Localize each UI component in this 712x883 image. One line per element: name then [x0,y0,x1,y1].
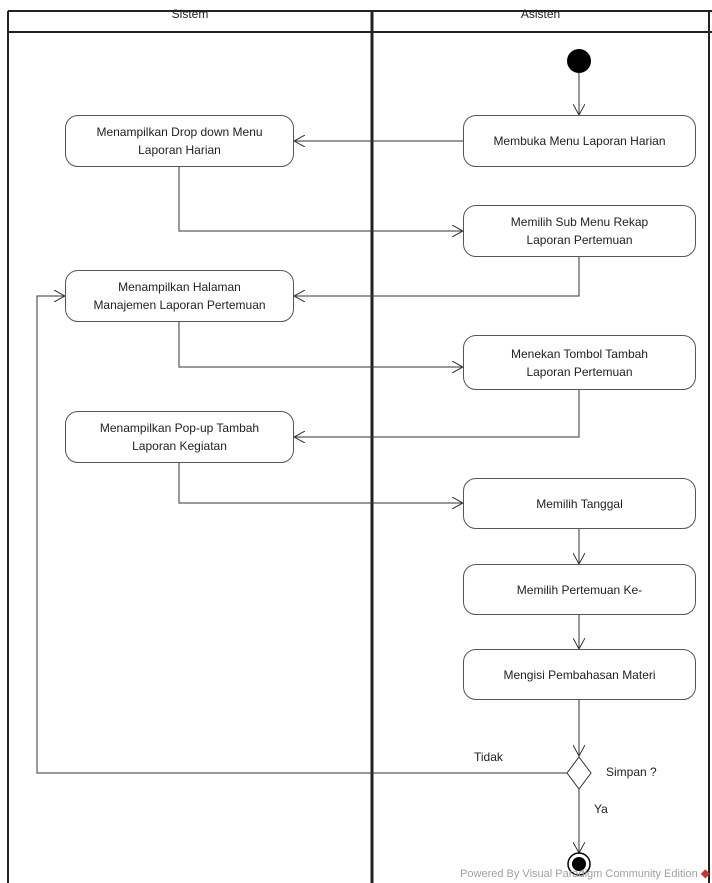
lane-title-asisten: Asisten [520,7,561,21]
action-memilih-pertemuan: Memilih Pertemuan Ke- [463,564,696,615]
end-node [567,852,591,876]
swimlane-frame [7,10,712,883]
edge-a2-s2 [294,257,580,296]
action-mengisi-pembahasan: Mengisi Pembahasan Materi [463,649,696,700]
action-label: Menekan Tombol Tambah Laporan Pertemuan [511,346,648,379]
action-menampilkan-dropdown: Menampilkan Drop down Menu Laporan Haria… [65,115,294,167]
edge-s1-a2 [178,167,463,231]
action-menekan-tombol: Menekan Tombol Tambah Laporan Pertemuan [463,335,696,390]
watermark: Powered By Visual Paradigm Community Edi… [460,866,710,880]
edge-s2-a3 [178,322,463,367]
action-memilih-tanggal: Memilih Tanggal [463,478,696,529]
guard-label-ya: Ya [594,802,608,816]
edge-s3-a4 [178,463,463,503]
action-label: Menampilkan Pop-up Tambah Laporan Kegiat… [99,421,260,453]
action-menampilkan-popup: Menampilkan Pop-up Tambah Laporan Kegiat… [65,411,294,463]
action-memilih-sub-menu: Memilih Sub Menu Rekap Laporan Pertemuan [463,205,696,257]
guard-label-tidak: Tidak [474,750,503,764]
start-node [567,49,591,73]
edge-a3-s3 [294,390,580,437]
action-label: Membuka Menu Laporan Harian [493,134,666,148]
action-membuka-menu: Membuka Menu Laporan Harian [463,115,696,167]
visual-paradigm-logo-icon: ◆ [700,866,710,880]
decision-diamond [566,756,592,790]
decision-label: Simpan ? [606,765,657,779]
action-label: Memilih Sub Menu Rekap Laporan Pertemuan [510,215,649,247]
action-label: Menampilkan Halaman Manajemen Laporan Pe… [93,280,266,312]
action-label: Memilih Pertemuan Ke- [516,582,643,597]
edge-decision-no [36,296,567,774]
action-label: Memilih Tanggal [536,496,623,511]
lane-title-sistem: Sistem [171,7,209,21]
watermark-text: Powered By Visual Paradigm Community Edi… [460,868,698,880]
action-label: Mengisi Pembahasan Materi [503,667,656,682]
action-label: Menampilkan Drop down Menu Laporan Haria… [96,125,263,157]
action-menampilkan-halaman: Menampilkan Halaman Manajemen Laporan Pe… [65,270,294,322]
